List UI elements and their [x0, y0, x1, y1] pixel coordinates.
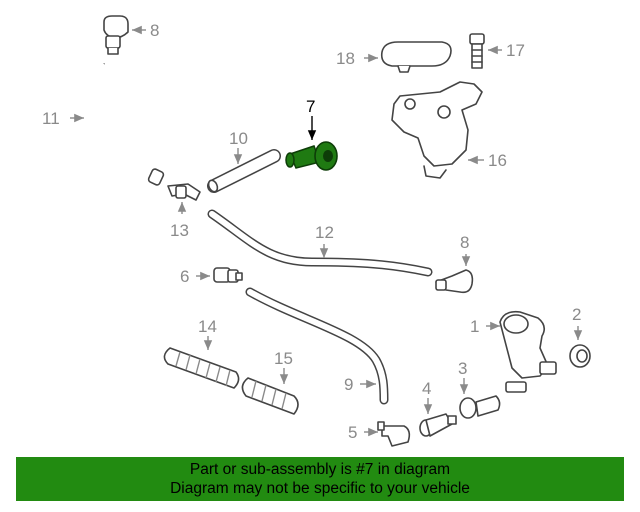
callout-10: 10	[229, 129, 248, 148]
callout-12: 12	[315, 223, 334, 242]
part-8-nozzle-right[interactable]: 8	[435, 233, 474, 294]
callout-11: 11	[42, 109, 60, 128]
part-17-bolt[interactable]: 17	[469, 33, 525, 69]
callout-7: 7	[306, 97, 315, 116]
part-10-hose[interactable]: 10	[207, 129, 281, 193]
part-15-sleeve[interactable]: 15	[241, 349, 299, 415]
part-12-hose[interactable]: 12	[207, 209, 433, 277]
part-7-connector-highlighted[interactable]: 7	[285, 97, 338, 171]
part-16-bracket[interactable]: 16	[391, 81, 507, 179]
callout-16: 16	[488, 151, 507, 170]
callout-2: 2	[572, 305, 581, 324]
callout-15: 15	[274, 349, 293, 368]
part-18-cover[interactable]: 18	[336, 41, 452, 73]
callout-1: 1	[470, 317, 479, 336]
banner-line-2: Diagram may not be specific to your vehi…	[170, 480, 470, 497]
part-14-sleeve[interactable]: 14	[163, 317, 240, 389]
part-2-grommet[interactable]: 2	[569, 305, 591, 368]
part-13-tee[interactable]: 13	[167, 183, 201, 240]
callout-13: 13	[170, 221, 189, 240]
banner-line-1: Part or sub-assembly is #7 in diagram	[189, 461, 451, 478]
part-4-connector[interactable]: 4	[419, 379, 457, 437]
part-9-hose[interactable]: 9	[245, 287, 389, 405]
part-1-pump[interactable]: 1	[470, 310, 557, 393]
callout-5: 5	[348, 423, 357, 442]
callout-8-top: 8	[150, 21, 159, 40]
callout-6: 6	[180, 267, 189, 286]
part-3-seal[interactable]: 3	[458, 359, 501, 419]
callout-9: 9	[344, 375, 353, 394]
part-8-nozzle-top[interactable]: 8	[103, 15, 159, 55]
callout-17: 17	[506, 41, 525, 60]
part-6-connector[interactable]: 6	[180, 267, 243, 286]
callout-18: 18	[336, 49, 355, 68]
callout-3: 3	[458, 359, 467, 378]
callout-4: 4	[422, 379, 431, 398]
callout-8-right: 8	[460, 233, 469, 252]
callout-14: 14	[198, 317, 217, 336]
part-11-hose[interactable]: 11	[42, 61, 165, 186]
part-5-elbow[interactable]: 5	[348, 421, 411, 447]
parts-diagram: 8 11 10 13 7 18	[42, 15, 591, 447]
info-banner: Part or sub-assembly is #7 in diagram Di…	[16, 457, 624, 501]
